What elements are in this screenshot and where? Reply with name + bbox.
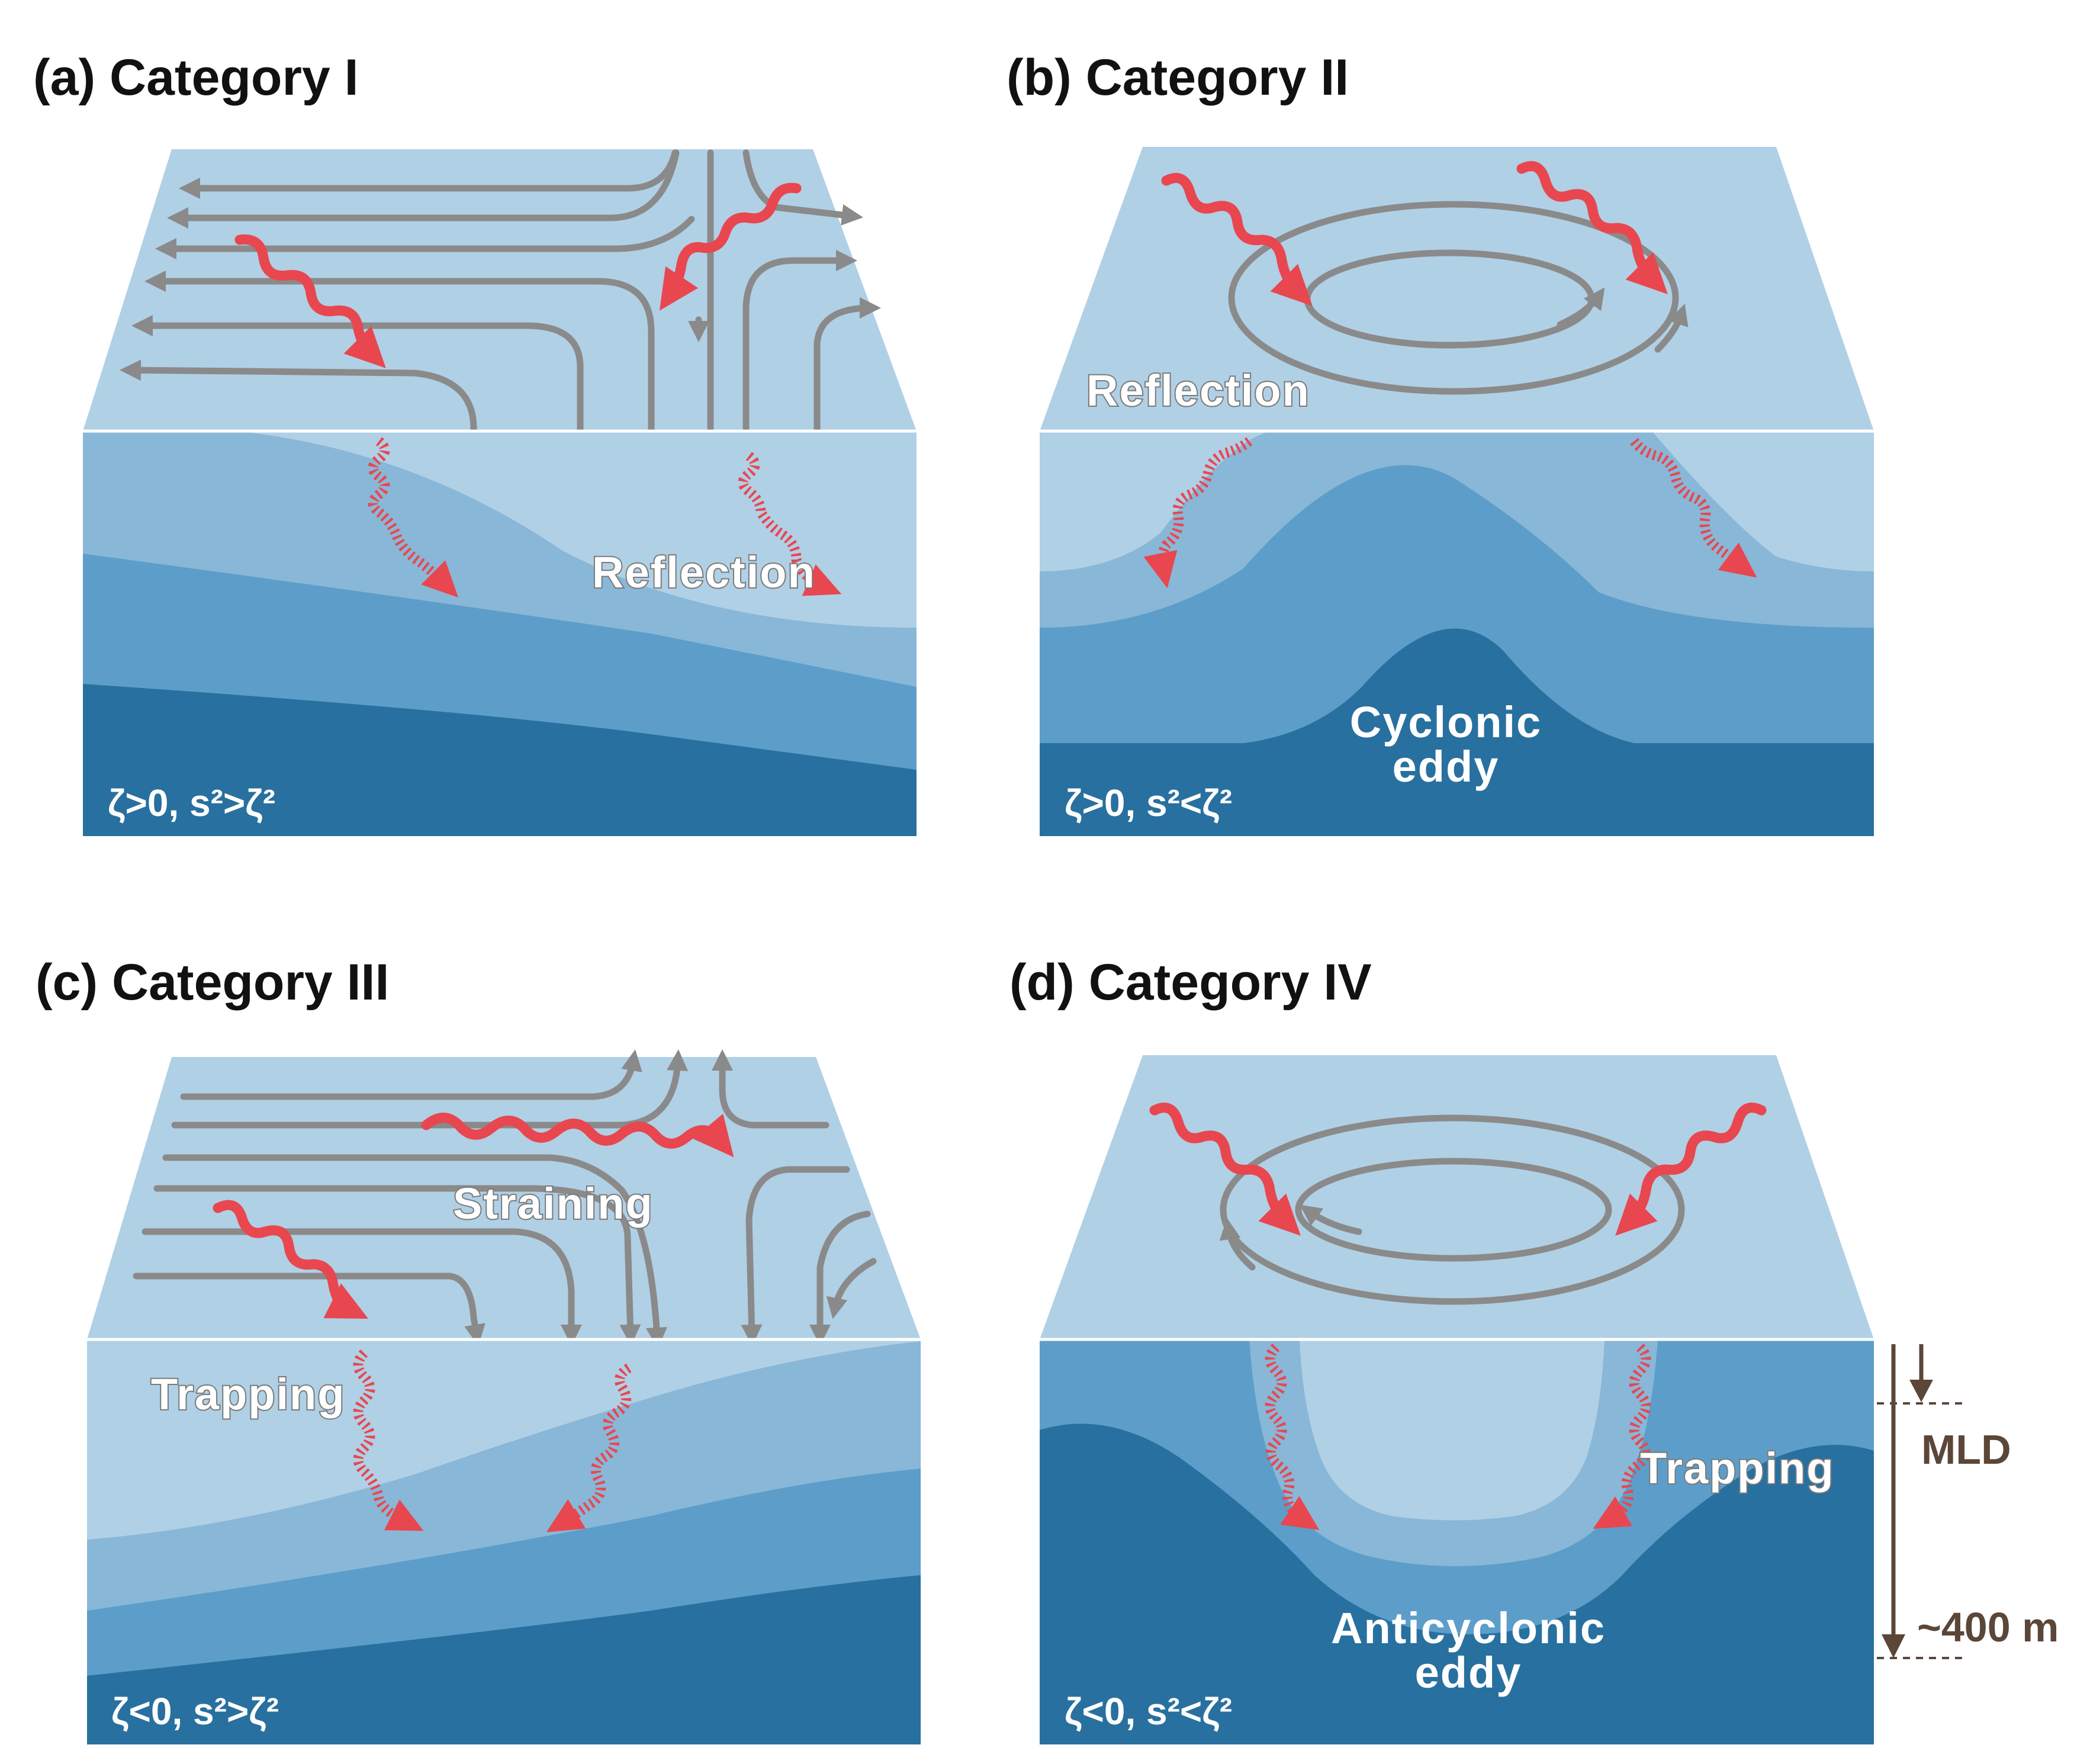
panel-b-cross-section: Cyclonic eddy ζ>0, s²<ζ² <box>1040 429 1874 836</box>
panel-d-surface <box>1040 1055 1874 1339</box>
panel-c: (c) Category III Straining <box>36 954 921 1744</box>
panel-a-condition: ζ>0, s²>ζ² <box>108 782 275 824</box>
depth-400m-label: ~400 m <box>1917 1604 2059 1650</box>
panel-d-cross-section: Trapping Anticyclonic eddy ζ<0, s²<ζ² <box>1040 1338 1874 1744</box>
panel-c-surface: Straining <box>87 1049 921 1349</box>
panel-b: (b) Category II Reflection Cyclonic eddy… <box>1007 49 1874 836</box>
panel-d-title: (d) Category IV <box>1009 954 1372 1011</box>
panel-d-eddy-label-line1: Anticyclonic <box>1331 1604 1606 1653</box>
panel-a: (a) Category I Reflection <box>33 49 917 836</box>
panel-d-eddy-label-line2: eddy <box>1415 1648 1522 1697</box>
panel-b-title: (b) Category II <box>1007 49 1349 106</box>
panel-a-label-reflection: Reflection <box>592 548 816 597</box>
panel-c-label-straining: Straining <box>453 1179 654 1228</box>
panel-a-cross-section: Reflection ζ>0, s²>ζ² <box>83 429 917 836</box>
panel-b-eddy-label-line2: eddy <box>1393 742 1500 791</box>
panel-d: (d) Category IV Trapping Anticyclonic ed… <box>1009 954 2059 1744</box>
panel-d-condition: ζ<0, s²<ζ² <box>1065 1690 1232 1733</box>
panel-b-condition: ζ>0, s²<ζ² <box>1065 782 1232 824</box>
depth-scale: MLD ~400 m <box>1877 1344 2059 1659</box>
panel-c-condition: ζ<0, s²>ζ² <box>111 1690 279 1733</box>
panel-a-title: (a) Category I <box>33 49 359 106</box>
panel-d-label-trapping: Trapping <box>1640 1444 1834 1493</box>
panel-b-surface: Reflection <box>1040 147 1874 431</box>
panel-b-eddy-label-line1: Cyclonic <box>1350 698 1542 747</box>
panel-c-title: (c) Category III <box>36 954 389 1011</box>
panel-c-cross-section: Trapping ζ<0, s²>ζ² <box>87 1338 921 1744</box>
panel-a-surface <box>83 149 917 432</box>
panel-c-label-trapping: Trapping <box>151 1370 345 1419</box>
panel-b-label-reflection: Reflection <box>1086 366 1310 415</box>
mld-label: MLD <box>1921 1426 2011 1473</box>
